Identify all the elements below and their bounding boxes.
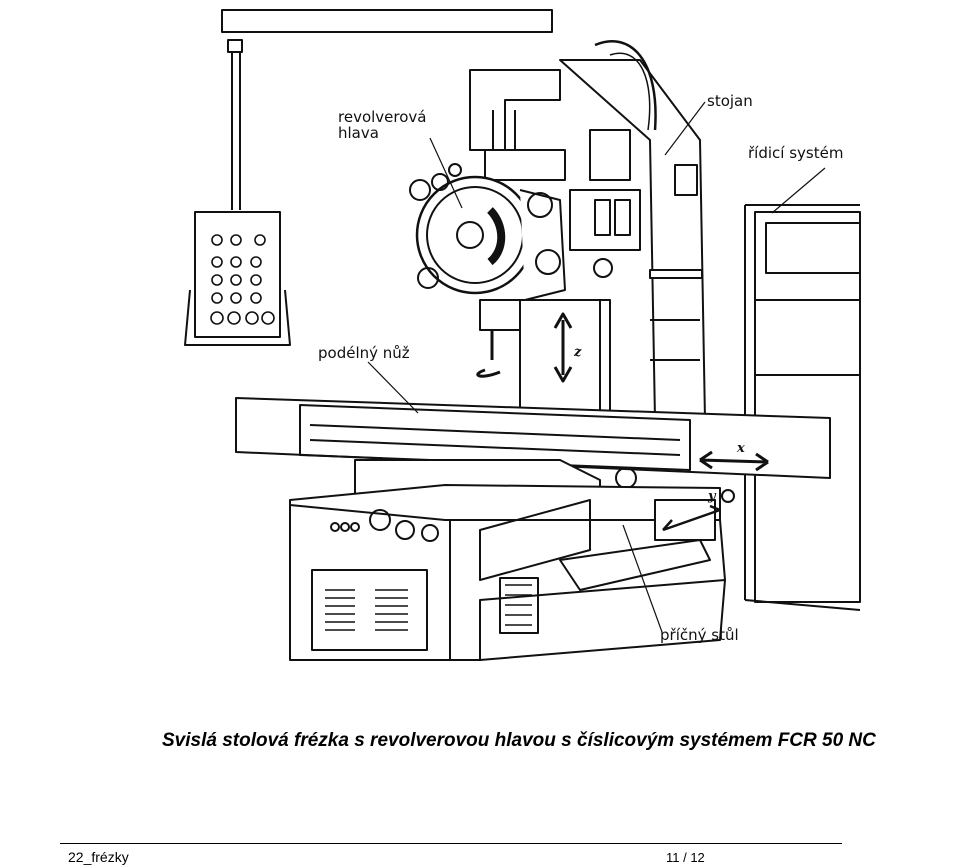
turret-head-label: revolverová <box>338 108 426 126</box>
footer-divider <box>60 843 842 844</box>
cross-table-label: příčný stůl <box>660 626 739 644</box>
footer-document-name: 22_frézky <box>68 849 129 865</box>
footer-page-number: 11 / 12 <box>666 850 705 865</box>
column-label: stojan <box>707 92 753 110</box>
longitudinal-slide-label: podélný nůž <box>318 344 410 362</box>
axis-z-label: z <box>573 345 582 360</box>
turret-head-label-line2: hlava <box>338 124 379 142</box>
milling-machine-drawing: revolverová hlava stojan řídicí systém p… <box>184 9 861 661</box>
axis-y-label: y <box>707 489 717 504</box>
control-system-label: řídicí systém <box>748 144 843 162</box>
axis-x-label: x <box>736 441 745 456</box>
figure-caption: Svislá stolová frézka s revolverovou hla… <box>162 730 876 751</box>
